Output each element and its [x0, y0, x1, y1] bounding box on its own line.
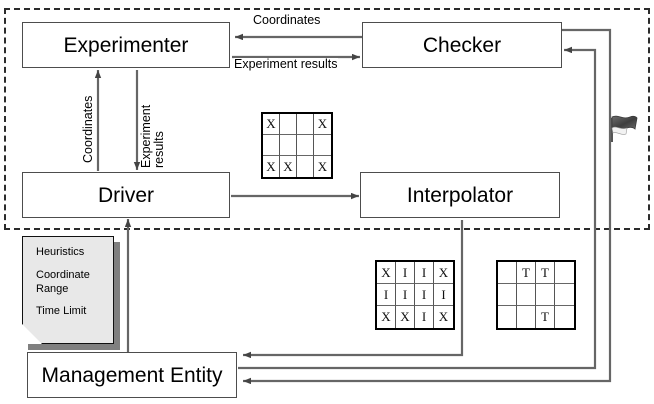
node-checker-label: Checker: [422, 33, 502, 57]
grid-cell: I: [377, 284, 396, 306]
node-management-entity-label: Management Entity: [41, 363, 223, 387]
document-body: [22, 236, 114, 344]
wire-management-to-checker: [238, 46, 597, 370]
grid-cell: X: [377, 262, 396, 284]
grid-cell: [297, 156, 314, 177]
grid-cell: I: [396, 262, 415, 284]
grid-cell: I: [396, 284, 415, 306]
node-experimenter-label: Experimenter: [63, 33, 189, 57]
grid-cell: [498, 262, 517, 284]
heuristics-line-3: Time Limit: [36, 305, 87, 318]
grid-cell: X: [317, 158, 328, 174]
grid-cell: [280, 114, 297, 135]
wire-interpolator-to-management: [243, 220, 464, 359]
grid-cell: [555, 284, 574, 306]
grid-cell: X: [434, 262, 453, 284]
node-experimenter[interactable]: Experimenter: [22, 22, 230, 68]
grid-cell: X: [314, 114, 331, 135]
grid-cell: T: [536, 306, 555, 328]
grid-cell: [517, 284, 536, 306]
grid-cell: [498, 306, 517, 328]
heuristics-line-2: Coordinate Range: [36, 268, 90, 295]
flag-icon-svg: [611, 115, 638, 142]
grid-cell: X: [263, 114, 280, 135]
grid-cell: I: [415, 284, 434, 306]
grid-cell: [498, 284, 517, 306]
label-coordinates-top: Coordinates: [253, 13, 321, 28]
wire-checker-to-management: [243, 28, 612, 385]
grid-cell: X: [396, 306, 415, 328]
grid-cell: T: [517, 262, 536, 284]
label-experiment-results-top: Experiment results: [234, 57, 338, 72]
grid-cell: [536, 284, 555, 306]
node-driver[interactable]: Driver: [22, 172, 230, 218]
flag-icon: [609, 114, 639, 146]
grid-cell: X: [280, 156, 297, 177]
heuristics-line-1: Heuristics: [36, 246, 85, 258]
label-coordinates-vertical: Coordinates: [81, 95, 95, 163]
grid-cell: X: [263, 156, 280, 177]
grid-cell: [517, 306, 536, 328]
node-management-entity[interactable]: Management Entity: [27, 352, 237, 398]
node-interpolator[interactable]: Interpolator: [360, 172, 560, 218]
node-checker[interactable]: Checker: [362, 22, 562, 68]
grid-cell: I: [415, 306, 434, 328]
label-experiment-results-vertical: Experiment results: [139, 104, 167, 168]
heuristics-document[interactable]: Heuristics Coordinate Range Time Limit: [22, 236, 126, 356]
grid-cell: [297, 135, 314, 156]
document-text: Heuristics Coordinate Range Time Limit: [22, 236, 114, 344]
grid-cell: [555, 306, 574, 328]
grid-cell: [314, 135, 331, 156]
grid-cell: I: [415, 262, 434, 284]
grid-cell: [297, 114, 314, 135]
node-interpolator-label: Interpolator: [406, 183, 514, 207]
dashed-boundary: [4, 8, 650, 230]
grid-cell: X: [377, 306, 396, 328]
grid-cell: [263, 135, 280, 156]
grid-cell: I: [434, 284, 453, 306]
grid-cell: [280, 135, 297, 156]
grid-cell: [555, 262, 574, 284]
grid-cell: T: [536, 262, 555, 284]
grid-cell: X: [438, 309, 449, 324]
node-driver-label: Driver: [98, 183, 154, 207]
